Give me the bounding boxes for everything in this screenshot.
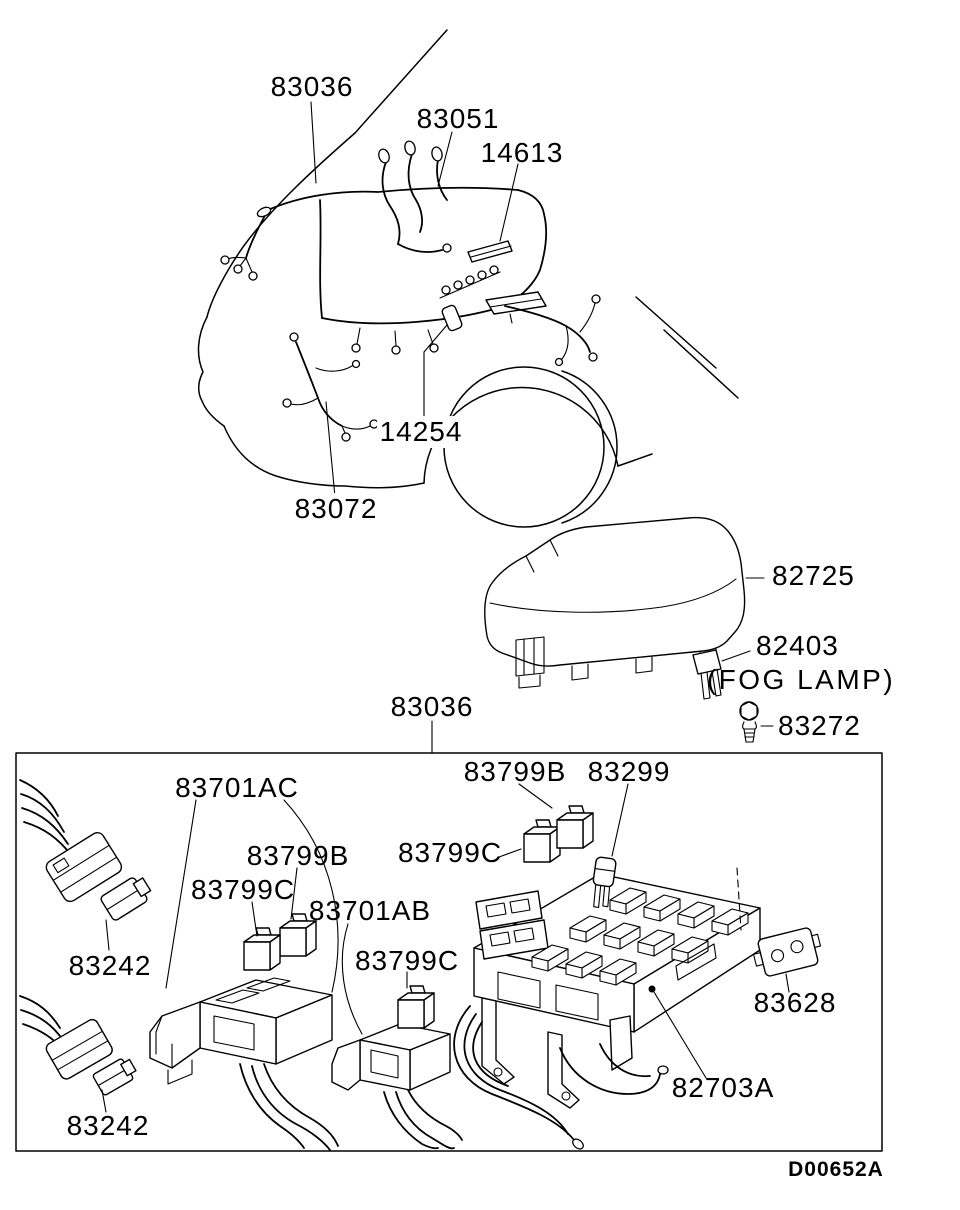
label-83799C-right: 83799C bbox=[398, 837, 502, 868]
detail-box-frame bbox=[15, 752, 883, 1152]
label-83799B-right: 83799B bbox=[464, 756, 567, 787]
part-labels: 83036 83051 14613 14254 83072 82725 8240… bbox=[67, 71, 895, 1181]
sub-harness-83072 bbox=[282, 332, 379, 498]
relay-bracket-83701AB bbox=[331, 923, 463, 1150]
relay-83799C-left bbox=[243, 901, 281, 971]
label-backing bbox=[377, 416, 467, 448]
fuse-relay-box-82703A bbox=[453, 867, 761, 1150]
pointer-dot bbox=[648, 985, 656, 993]
label-83051: 83051 bbox=[417, 103, 500, 134]
label-82725: 82725 bbox=[772, 560, 855, 591]
label-83036-detail: 83036 bbox=[391, 691, 474, 722]
bolt-83272 bbox=[739, 701, 774, 743]
label-14254: 14254 bbox=[380, 416, 463, 447]
bracket-14613 bbox=[467, 163, 519, 263]
label-83072: 83072 bbox=[295, 493, 378, 524]
label-backing bbox=[291, 493, 383, 525]
label-83242-bottom: 83242 bbox=[67, 1110, 150, 1141]
label-83299: 83299 bbox=[588, 756, 671, 787]
label-83628: 83628 bbox=[754, 987, 837, 1018]
label-82703A: 82703A bbox=[672, 1072, 775, 1103]
fog-lamp-fuse-82403 bbox=[692, 649, 751, 700]
label-83701AC: 83701AC bbox=[175, 772, 299, 803]
connector-83242-bottom bbox=[19, 995, 137, 1113]
relay-bracket-83701AC bbox=[149, 799, 339, 1151]
relay-83799C-right bbox=[498, 819, 561, 863]
relay-83799B-left bbox=[279, 867, 317, 957]
label-83701AB: 83701AB bbox=[309, 895, 431, 926]
terminal-83628 bbox=[753, 927, 822, 993]
relay-box-cover-82725 bbox=[484, 516, 765, 689]
drawing-code: D00652A bbox=[788, 1158, 884, 1181]
label-82403: 82403 bbox=[756, 630, 839, 661]
relay-83799B-right bbox=[518, 783, 594, 849]
clip-14254 bbox=[423, 304, 463, 425]
label-83036-harness: 83036 bbox=[271, 71, 354, 102]
relay-83799C-mid bbox=[397, 971, 435, 1029]
front-wheel bbox=[443, 366, 605, 528]
main-harness-83036 bbox=[220, 101, 601, 367]
label-83242-top: 83242 bbox=[69, 950, 152, 981]
engine-harness-83051 bbox=[378, 131, 453, 253]
label-83799C-mid: 83799C bbox=[355, 945, 459, 976]
label-83272: 83272 bbox=[778, 710, 861, 741]
fuse-83299 bbox=[592, 783, 629, 908]
label-83799C-left: 83799C bbox=[191, 874, 295, 905]
label-83799B-left: 83799B bbox=[247, 840, 350, 871]
label-14613: 14613 bbox=[481, 137, 564, 168]
connector-83242-top bbox=[19, 779, 152, 951]
label-fog-lamp-note: (FOG LAMP) bbox=[707, 664, 895, 695]
